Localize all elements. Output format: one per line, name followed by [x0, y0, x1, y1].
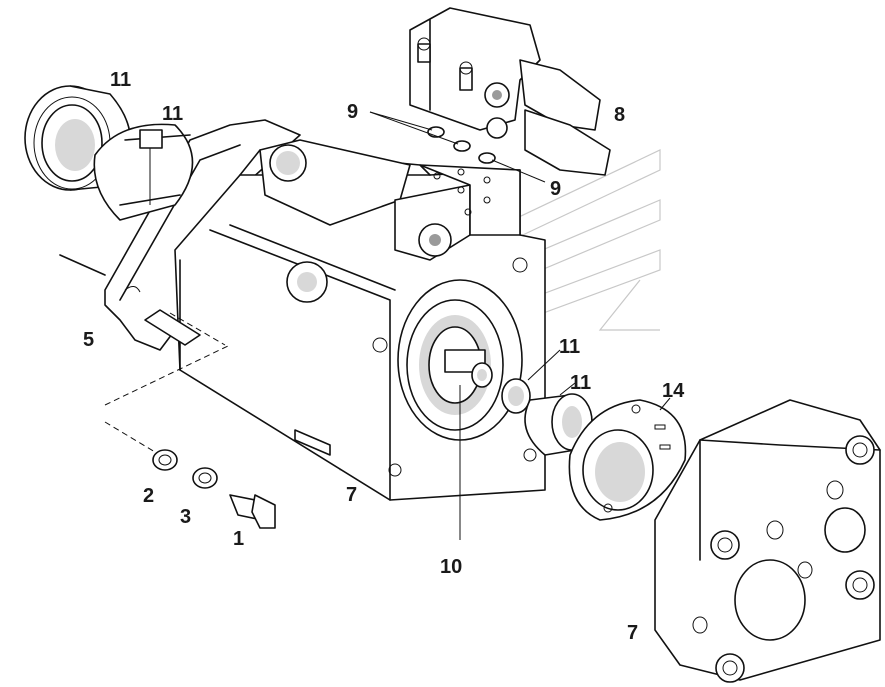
- callout-7-cover: 7: [627, 622, 638, 644]
- hex-bolt-part-1: [229, 494, 276, 529]
- callout-2: 2: [143, 485, 154, 507]
- bearing-cage-part-11: [93, 123, 194, 221]
- callout-1: 1: [233, 528, 244, 550]
- callout-14: 14: [662, 380, 685, 402]
- callout-9-lower: 9: [550, 178, 561, 200]
- shaft-seal-part-11: [501, 349, 561, 414]
- lock-washer-part-3: [192, 467, 218, 489]
- end-cover-part-7: [654, 399, 881, 683]
- callout-9-upper: 9: [347, 101, 358, 123]
- adapter-plate-part-14: [568, 397, 687, 521]
- callout-7-housing: 7: [346, 484, 357, 506]
- callout-11-top-left: 11: [110, 69, 131, 91]
- o-rings-part-9: [369, 111, 546, 183]
- port-plate: [397, 279, 523, 441]
- callout-labels: 1 2 3 5 7 7 8 9 9 10 11 11 11 11 14: [83, 69, 685, 644]
- callout-11-seal: 11: [559, 336, 580, 358]
- callout-11-bearing: 11: [570, 372, 591, 394]
- washer-part-2: [152, 449, 178, 471]
- callout-3: 3: [180, 506, 191, 528]
- assembly-leader-lines: [104, 312, 461, 540]
- callout-5: 5: [83, 329, 94, 351]
- control-valve-part-8: [409, 7, 611, 176]
- callout-8: 8: [614, 104, 625, 126]
- callout-10: 10: [440, 556, 462, 578]
- callout-11-cage: 11: [162, 103, 183, 125]
